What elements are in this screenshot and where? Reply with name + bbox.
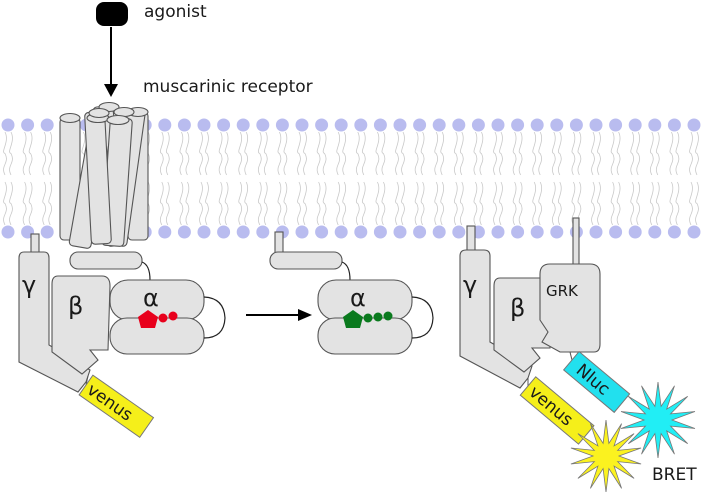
alpha-subunit-active: α xyxy=(269,231,434,355)
receptor-label: muscarinic receptor xyxy=(143,77,313,97)
alpha-label-left: α xyxy=(143,284,159,312)
alpha-lower-domain-left xyxy=(109,317,205,355)
alpha-lipid-anchor-middle xyxy=(269,251,343,270)
gtp-nucleotide xyxy=(343,310,393,328)
gdp-nucleotide xyxy=(138,310,178,328)
gamma-lipid-anchor xyxy=(30,233,40,255)
beta-label-right: β xyxy=(510,294,525,322)
beta-label: β xyxy=(68,292,83,320)
alpha-label-middle: α xyxy=(350,284,366,312)
agonist-shape xyxy=(96,2,128,26)
alpha-lower-domain-middle xyxy=(317,317,413,355)
bret-label: BRET xyxy=(652,465,697,485)
venus-tag-left: venus xyxy=(78,374,155,438)
beta-gamma-grk-complex: γ β GRK venus Nluc BRET xyxy=(459,217,697,493)
muscarinic-receptor xyxy=(59,101,149,249)
beta-subunit xyxy=(51,275,111,375)
gamma-label: γ xyxy=(22,271,36,299)
lipid-heads xyxy=(1,118,701,239)
grk-membrane-anchor xyxy=(572,217,580,267)
grk-label: GRK xyxy=(546,282,579,300)
grk-protein xyxy=(539,263,601,353)
venus-linker xyxy=(85,375,89,386)
heterotrimer-inactive: γ β venus α xyxy=(18,233,226,438)
agonist-label: agonist xyxy=(144,2,207,22)
nluc-luminescence-burst xyxy=(620,381,696,459)
agonist-arrow-head xyxy=(104,84,118,97)
activation-arrow-head xyxy=(298,309,312,321)
nluc-tag: Nluc xyxy=(562,350,631,414)
venus-tag-right: venus xyxy=(519,376,595,445)
gamma-label-right: γ xyxy=(463,271,477,299)
gamma-subunit-right xyxy=(459,249,533,389)
alpha-anchor-stem xyxy=(274,231,284,255)
alpha-lipid-anchor-left xyxy=(69,251,143,270)
